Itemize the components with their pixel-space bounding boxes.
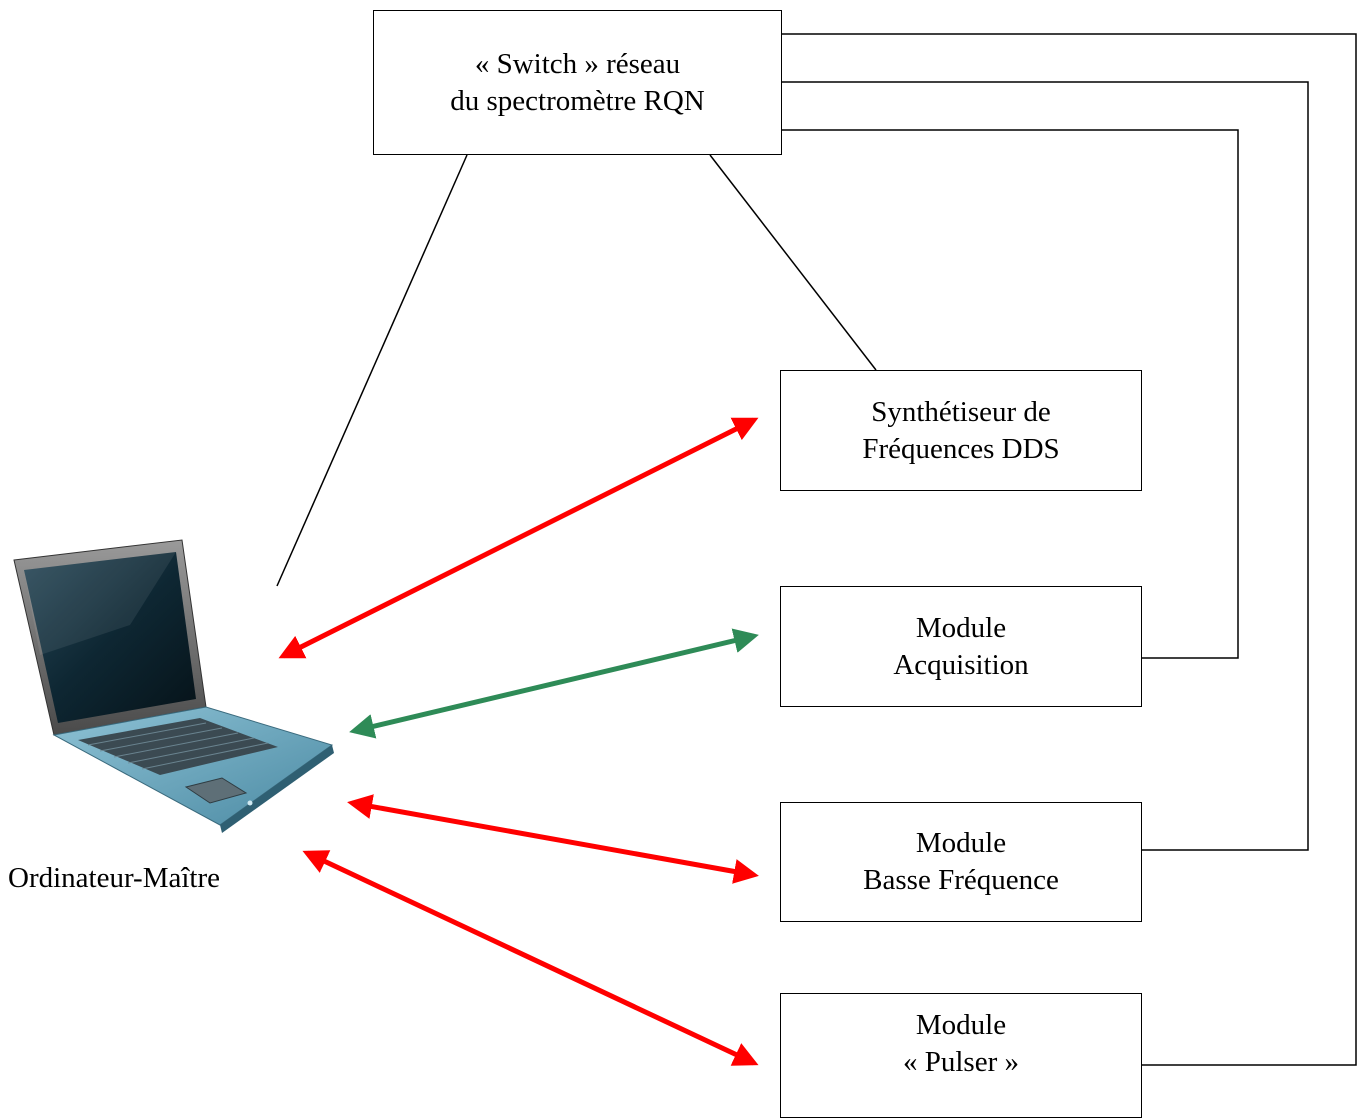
pulser-module-box: Module « Pulser » (780, 993, 1142, 1118)
pulser-label-line2: « Pulser » (903, 1046, 1019, 1078)
laptop-icon (13, 539, 334, 833)
cable-switch-to-dds (709, 154, 877, 371)
dds-synthesizer-box: Synthétiseur de Fréquences DDS (780, 370, 1142, 491)
basse-frequence-label-line1: Module (915, 827, 1007, 859)
acquisition-module-box: Module Acquisition (780, 586, 1142, 707)
acquisition-label-line2: Acquisition (893, 648, 1029, 681)
cable-switch-to-basse-frequence (782, 81, 1309, 851)
switch-label-line2: du spectromètre RQN (450, 84, 705, 117)
acquisition-label-line1: Module (915, 611, 1007, 644)
laptop-label: Ordinateur-Maître (8, 862, 220, 894)
basse-frequence-label-line2: Basse Fréquence (863, 864, 1059, 896)
arrow-laptop-pulser (302, 850, 759, 1066)
pulser-label-line1: Module (915, 1009, 1007, 1041)
basse-frequence-module-box: Module Basse Fréquence (780, 802, 1142, 922)
switch-label-line1: « Switch » réseau (474, 47, 681, 80)
arrow-laptop-dds (278, 417, 759, 659)
cable-switch-to-pulser (782, 33, 1357, 1066)
cable-switch-to-laptop (276, 154, 468, 587)
dds-label-line1: Synthétiseur de (871, 395, 1051, 428)
dds-label-line2: Fréquences DDS (862, 432, 1060, 465)
arrow-laptop-basse-frequence (347, 794, 759, 884)
arrow-laptop-acquisition (349, 628, 759, 739)
network-switch-box: « Switch » réseau du spectromètre RQN (373, 10, 782, 155)
cable-switch-to-acquisition (782, 129, 1239, 659)
